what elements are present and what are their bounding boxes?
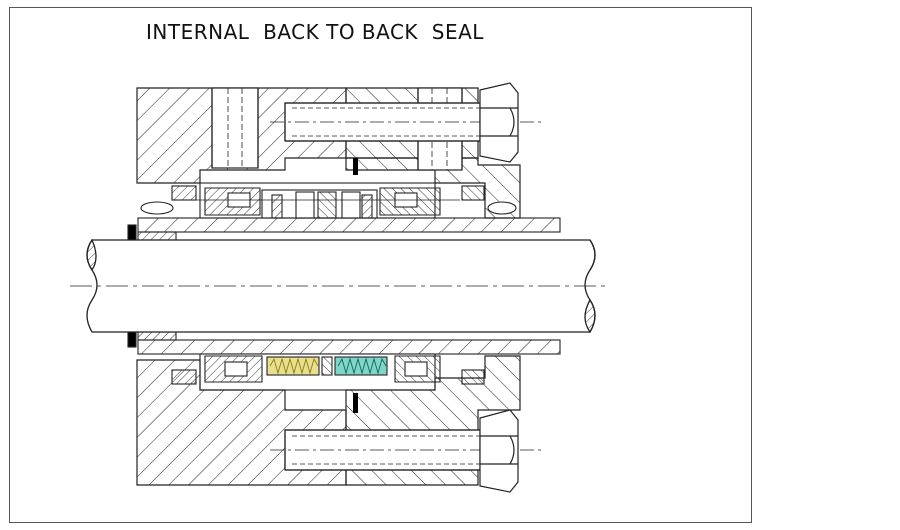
gasket-upper — [353, 158, 358, 175]
spring-upper-icon — [266, 356, 320, 376]
gland-housing-upper — [136, 87, 545, 219]
shaft — [70, 238, 610, 334]
seal-assembly-upper — [140, 182, 560, 219]
drive-pin-right — [487, 201, 517, 215]
o-ring-icon — [171, 185, 197, 201]
gland-housing-lower — [136, 355, 545, 486]
hex-nut-lower — [479, 409, 519, 493]
sleeve — [127, 217, 561, 355]
drive-pin-left — [140, 201, 174, 215]
drawing-title: INTERNAL BACK TO BACK SEAL — [146, 20, 484, 44]
spring-lower-icon — [334, 356, 388, 376]
hex-nut-upper — [479, 82, 519, 163]
